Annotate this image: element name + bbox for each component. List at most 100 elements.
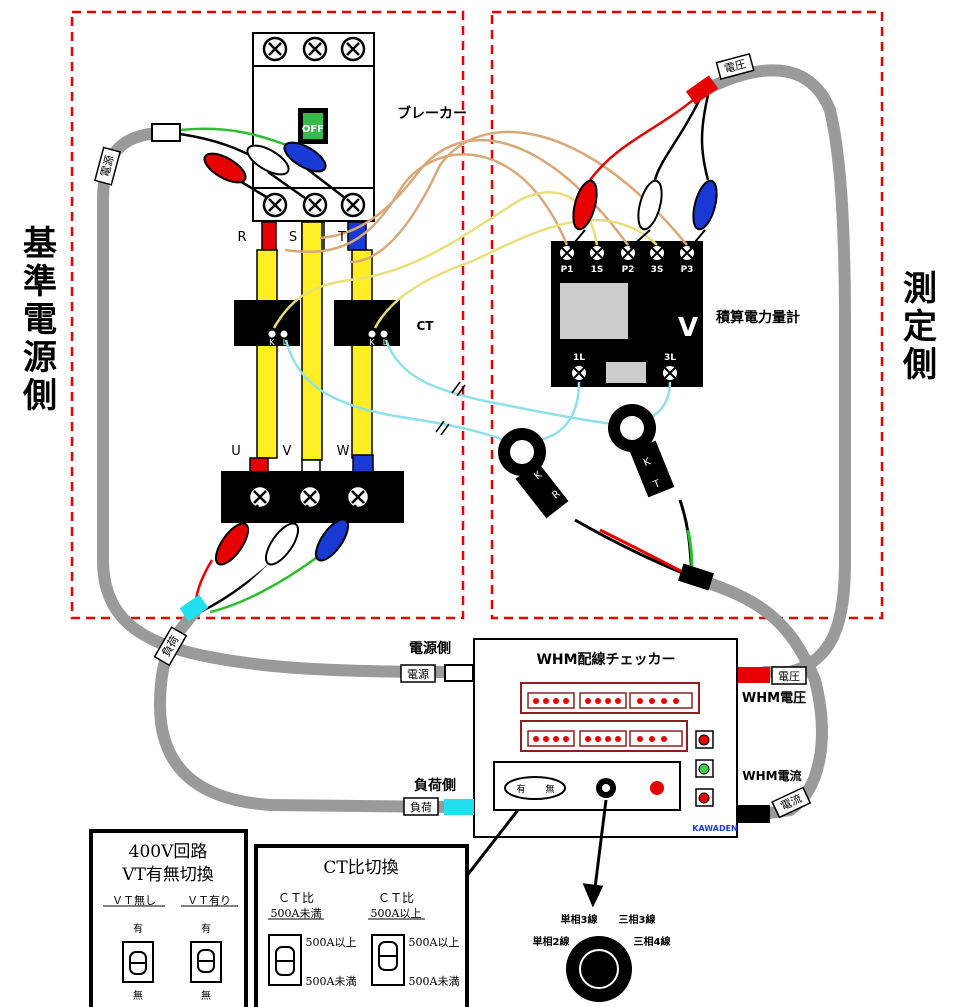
meter-terminal-1s: 1S [591,265,604,275]
breaker: OFF [252,32,375,222]
knob-label-1p2w: 単相2線 [533,935,570,948]
load-side-label: 負荷側 [414,777,456,794]
source-side-label: 電源側 [409,640,451,657]
breaker-label: ブレーカー [397,105,467,122]
meter-voltage-clip-leads [589,89,710,181]
knob-label-1p3w: 単相3線 [561,913,598,926]
reference-side-label-char: 側 [22,376,57,416]
checker-voltage-plug [738,667,770,683]
reference-side-label: 基準電源側 [22,224,57,416]
measure-side-label-char: 定 [903,307,937,347]
source-tag: 電源 [407,667,429,681]
ct-col2-bottom: 500A未満 [409,975,460,988]
mode-knob[interactable] [566,936,632,1002]
load-side-leads [193,504,358,614]
ct-col2-line2: 500A以上 [371,907,422,920]
vt-col2: ＶＴ有り [187,893,231,907]
meter-voltage-tag: 電圧 [723,57,748,75]
meter-terminal-1l: 1L [573,353,585,363]
knob-label-3p4w: 三相4線 [634,935,671,948]
ct-col1-top: 500A以上 [306,936,357,949]
phase-v-label: V [283,444,292,459]
checker-current-plug [738,805,770,823]
meter-terminal-p3: P3 [681,265,694,275]
watt-hour-meter [551,241,703,387]
meter-terminal-3s: 3S [651,265,664,275]
breaker-clips [203,141,327,184]
checker-brand: KAWADEN [692,824,738,833]
ct-left-l: L [283,338,288,347]
meter-label: 積算電力量計 [715,309,800,326]
breaker-switch-label: OFF [302,124,324,135]
breaker-switch[interactable] [303,113,323,139]
clamp-r: K R [498,428,569,519]
phase-t-label: T [337,230,346,245]
switch-mark-left: 有 [516,783,525,795]
ct-col2-top: 500A以上 [409,936,460,949]
clamp-t-k: K [642,456,653,469]
vt-col1: ＶＴ無し [112,893,156,907]
ct-col2-line1: ＣＴ比 [378,891,414,905]
ct-panel-title: CT比切換 [323,858,398,878]
breaker-terminals [262,36,366,218]
source-cable-end [151,123,181,142]
ct-leads-yellow [272,191,658,329]
vt-title-2: VT有無切換 [121,865,214,885]
vt-col2-top: 有 [201,922,211,935]
ct-left-k: K [269,338,275,347]
reference-side-label-char: 準 [23,262,57,302]
ct-ratio-panel [254,844,469,1007]
reference-side-label-char: 基 [23,224,57,264]
ct-label: CT [417,319,435,333]
meter-terminal-3l: 3L [664,353,676,363]
vt-col1-top: 有 [133,922,143,935]
load-tag: 負荷 [410,801,432,814]
measure-side-label: 測定側 [902,269,937,385]
load-clips [214,518,350,566]
ct-right-k: K [369,338,375,347]
voltage-cable-end [685,75,719,105]
load-cable-end [179,594,209,622]
vt-title-1: 400V回路 [129,842,208,862]
meter-unit: V [678,313,698,343]
vt-switch-on[interactable] [190,941,222,983]
meter-terminal-p2: P2 [622,265,635,275]
switch-mark-right: 無 [545,783,554,795]
reference-side-label-char: 源 [23,338,57,378]
reference-side-region [70,10,465,620]
phase-u-label: U [231,444,241,459]
phase-r-label: R [237,230,246,245]
test-button[interactable] [650,781,664,795]
whm-voltage-label: WHM電圧 [742,691,806,706]
ct-col1-line2: 500A未満 [271,907,322,920]
phase-w-label: W [337,444,350,459]
load-terminal-block [221,471,404,523]
checker-title: WHM配線チェッカー [536,651,675,668]
measure-side-label-char: 測 [903,269,937,309]
measure-side-label-char: 側 [902,345,937,385]
clamp-t: K T [608,404,675,498]
cable-tags [93,52,812,819]
checker-source-plug [444,664,474,682]
meter-terminal-p1: P1 [561,265,574,275]
ct-col1-bottom: 500A未満 [306,975,357,988]
current-cable-end [678,563,714,591]
phase-s-label: S [289,230,297,245]
ct-right-l: L [383,338,388,347]
whm-current-label: WHM電流 [742,768,801,783]
bus-bars [249,221,374,486]
breaker-source-tag: 電源 [97,154,116,179]
vt-panel [89,829,248,1007]
measure-side-region [490,10,884,620]
ct-leads-cyan [284,339,672,447]
voltage-tag: 電圧 [778,670,800,683]
reference-side-label-char: 電 [23,300,57,340]
vt-col1-bottom: 無 [133,989,143,1002]
lead-break-marks [435,381,466,436]
meter-clips [569,179,718,249]
ct-vt-switch[interactable] [504,776,566,800]
ct-col1-line1: ＣＴ比 [278,891,314,905]
clamp-t-t: T [651,478,663,491]
voltage-leads [284,130,688,264]
